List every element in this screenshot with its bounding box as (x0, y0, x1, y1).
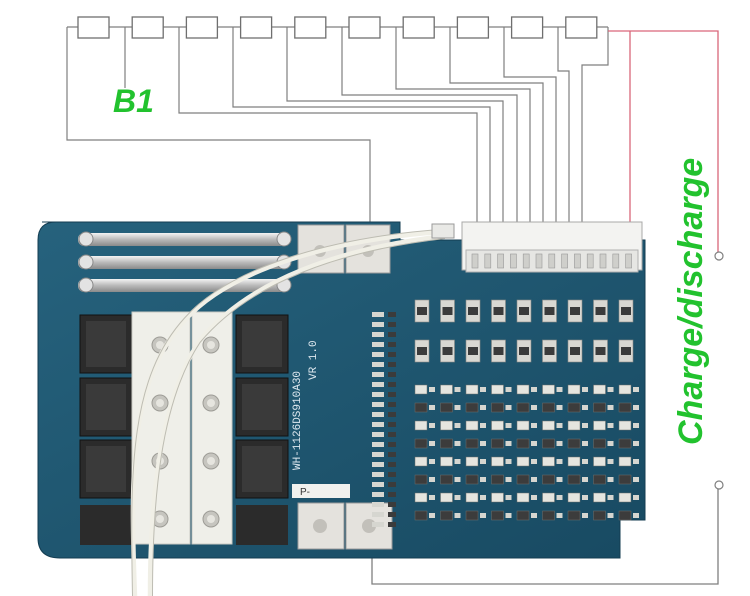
mosfet-array (79, 314, 289, 545)
battery-cell-icon (294, 16, 327, 39)
negative-wire (371, 489, 719, 585)
positive-wire (608, 30, 719, 252)
battery-cell-icon (402, 16, 435, 39)
p-minus-pad: P- (292, 484, 393, 550)
board-silkscreen: WH-1126DS910A30 VR 1.0 (292, 340, 320, 470)
balance-wires (66, 27, 609, 225)
battery-cells (77, 16, 598, 39)
heatsink-strips (131, 311, 233, 545)
battery-cell-icon (565, 16, 598, 39)
lead-terminal (431, 223, 455, 239)
battery-cell-icon (239, 16, 273, 39)
white-sense-leads-outline (131, 229, 446, 596)
battery-cell-icon (348, 16, 381, 39)
b1-label: B1 (113, 83, 154, 119)
terminal-circle-icon (714, 480, 724, 490)
balance-connector (461, 221, 643, 273)
p-minus-label: P- (300, 487, 310, 498)
battery-cell-icon (456, 16, 490, 39)
battery-cell-icon (131, 16, 164, 39)
current-shunt-rods (78, 231, 292, 293)
white-sense-leads (130, 229, 446, 596)
balance-components (372, 299, 639, 527)
board-model-text: WH-1126DS910A30 (292, 371, 304, 470)
battery-cell-icon (510, 16, 544, 39)
terminal-circle-icon (714, 251, 724, 261)
board-version-text: VR 1.0 (308, 340, 320, 380)
charge-discharge-label: Charge/discharge (672, 158, 710, 445)
battery-cell-icon (185, 16, 219, 39)
battery-cell-icon (77, 16, 110, 39)
